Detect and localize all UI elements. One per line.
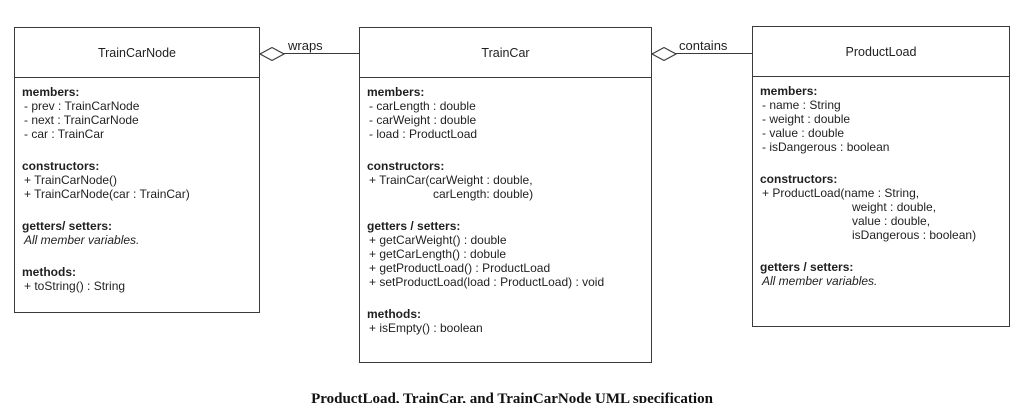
section-title: constructors: <box>367 159 445 173</box>
section-title: members: <box>22 85 80 99</box>
class-title: ProductLoad <box>753 27 1009 77</box>
uml-line: weight : double, <box>852 200 937 214</box>
uml-line: + ProductLoad(name : String, <box>762 186 920 200</box>
connector-label: wraps <box>288 38 323 53</box>
class-title: TrainCarNode <box>15 28 259 78</box>
class-body: members: - name : String - weight : doub… <box>753 77 1009 294</box>
uml-line: All member variables. <box>24 233 140 247</box>
uml-line: + TrainCar(carWeight : double, <box>369 173 533 187</box>
section-title: getters/ setters: <box>22 219 113 233</box>
section-title: constructors: <box>22 159 100 173</box>
aggregation-diamond-icon <box>651 46 677 62</box>
connector-line <box>260 53 359 54</box>
connector-line <box>652 53 752 54</box>
uml-line: + getCarLength() : dobule <box>369 247 507 261</box>
class-section-members: members: - prev : TrainCarNode - next : … <box>22 85 253 141</box>
connector-label: contains <box>679 38 728 53</box>
uml-line: isDangerous : boolean) <box>852 228 977 242</box>
class-section-constructors: constructors: + TrainCar(carWeight : dou… <box>367 159 645 201</box>
class-section-getters-setters: getters / setters: + getCarWeight() : do… <box>367 219 645 289</box>
class-section-constructors: constructors: + ProductLoad(name : Strin… <box>760 172 1003 242</box>
uml-line: value : double, <box>852 214 931 228</box>
class-section-members: members: - name : String - weight : doub… <box>760 84 1003 154</box>
class-section-constructors: constructors: + TrainCarNode() + TrainCa… <box>22 159 253 201</box>
diagram-caption: ProductLoad, TrainCar, and TrainCarNode … <box>311 391 713 403</box>
uml-line: - weight : double <box>762 112 851 126</box>
uml-line: - carLength : double <box>369 99 476 113</box>
uml-line: + toString() : String <box>24 279 126 293</box>
uml-line: + getProductLoad() : ProductLoad <box>369 261 551 275</box>
section-title: members: <box>367 85 425 99</box>
uml-line: - value : double <box>762 126 845 140</box>
uml-line: + isEmpty() : boolean <box>369 321 483 335</box>
uml-line: - car : TrainCar <box>24 127 105 141</box>
class-box-traincar: TrainCar members: - carLength : double -… <box>359 27 652 363</box>
uml-line: + TrainCarNode() <box>24 173 118 187</box>
uml-line: - next : TrainCarNode <box>24 113 139 127</box>
uml-line: - name : String <box>762 98 841 112</box>
class-section-getters-setters: getters / setters: All member variables. <box>760 260 1003 288</box>
uml-line: - prev : TrainCarNode <box>24 99 140 113</box>
class-body: members: - carLength : double - carWeigh… <box>360 78 651 341</box>
uml-line: - load : ProductLoad <box>369 127 478 141</box>
class-body: members: - prev : TrainCarNode - next : … <box>15 78 259 299</box>
class-box-traincarnode: TrainCarNode members: - prev : TrainCarN… <box>14 27 260 313</box>
uml-line: All member variables. <box>762 274 878 288</box>
uml-line: - carWeight : double <box>369 113 477 127</box>
section-title: getters / setters: <box>760 260 854 274</box>
uml-line: + setProductLoad(load : ProductLoad) : v… <box>369 275 605 289</box>
class-section-methods: methods: + isEmpty() : boolean <box>367 307 645 335</box>
section-title: methods: <box>22 265 76 279</box>
uml-line: + TrainCarNode(car : TrainCar) <box>24 187 190 201</box>
class-box-productload: ProductLoad members: - name : String - w… <box>752 26 1010 327</box>
section-title: constructors: <box>760 172 838 186</box>
class-section-getters-setters: getters/ setters: All member variables. <box>22 219 253 247</box>
class-section-members: members: - carLength : double - carWeigh… <box>367 85 645 141</box>
section-title: members: <box>760 84 818 98</box>
uml-line: - isDangerous : boolean <box>762 140 890 154</box>
section-title: getters / setters: <box>367 219 461 233</box>
aggregation-diamond-icon <box>259 46 285 62</box>
class-title: TrainCar <box>360 28 651 78</box>
uml-line: carLength: double) <box>433 187 534 201</box>
section-title: methods: <box>367 307 421 321</box>
uml-line: + getCarWeight() : double <box>369 233 507 247</box>
class-section-methods: methods: + toString() : String <box>22 265 253 293</box>
